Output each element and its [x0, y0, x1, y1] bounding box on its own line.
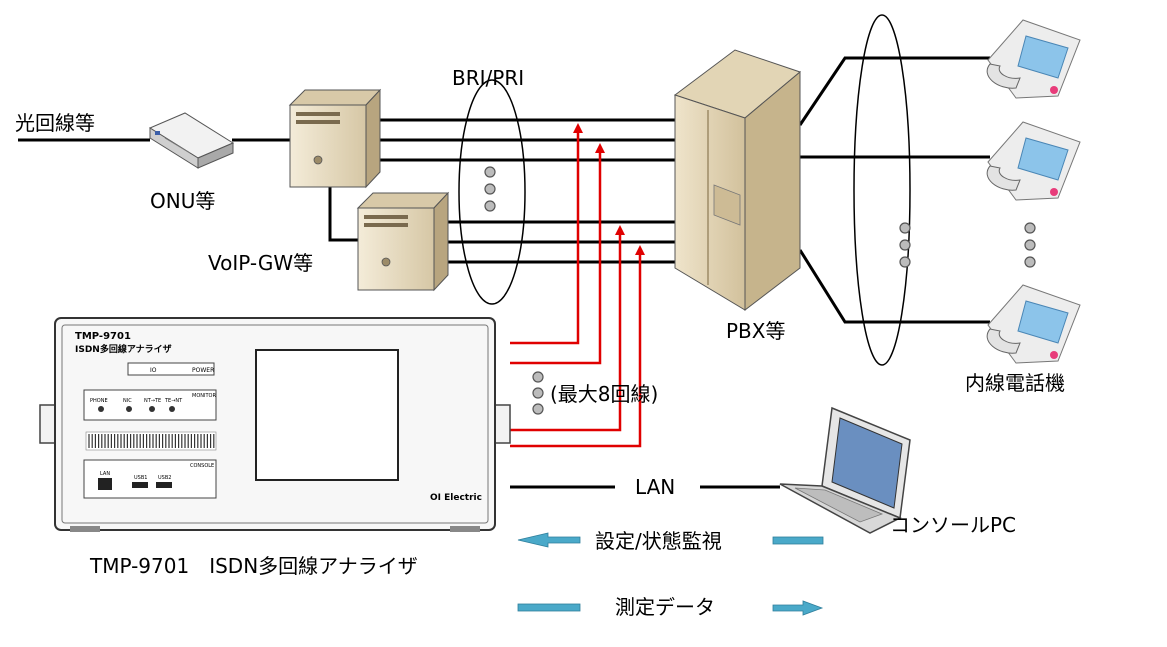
led-icon-4: [169, 406, 175, 412]
led-icon-1: [98, 406, 104, 412]
extension-group-ellipse: [853, 14, 911, 366]
led-label-4: TE→NT: [164, 398, 183, 404]
device-screen: [255, 349, 399, 481]
port-label-usb1: USB1: [134, 475, 147, 481]
phone-2: [986, 121, 1081, 201]
ellipsis-dots: [484, 166, 1036, 415]
led-label-3: NT→TE: [144, 398, 161, 404]
monitor-label: MONITOR: [192, 393, 216, 399]
power-label: POWER: [192, 367, 214, 374]
analyzer-device: TMP-9701 ISDN多回線アナライザ IO POWER MONITOR P…: [39, 317, 511, 532]
settings-monitor-label: 設定/状態監視: [595, 529, 722, 553]
console-label: CONSOLE: [190, 463, 214, 469]
onu-label: ONU等: [150, 189, 215, 213]
usb1-port-icon: [132, 482, 148, 488]
arrow-right-icon: [772, 600, 824, 616]
port-label-lan: LAN: [100, 471, 110, 477]
measurement-data-label: 測定データ: [615, 595, 715, 619]
pbx-label: PBX等: [726, 319, 785, 343]
console-pc-label: コンソールPC: [890, 513, 1016, 537]
gateway-server-2: [356, 191, 450, 292]
laptop-console-pc: [779, 406, 911, 534]
phone-1: [986, 19, 1081, 99]
led-icon-3: [149, 406, 155, 412]
brand-logo-text: OI Electric: [430, 493, 482, 503]
vent-slots: [88, 434, 215, 448]
onu-device: [148, 112, 235, 169]
led-label-2: NIC: [123, 398, 132, 404]
gateway-server-1: [288, 88, 382, 189]
io-label: IO: [150, 367, 157, 374]
port-label-usb2: USB2: [158, 475, 171, 481]
arrow-left-icon: [517, 532, 581, 548]
vent-grille: [85, 431, 217, 451]
analyzer-caption: TMP-9701 ISDN多回線アナライザ: [89, 554, 418, 578]
lan-label: LAN: [635, 475, 675, 499]
legend-arrows: [517, 532, 824, 616]
voip-gw-label: VoIP-GW等: [208, 251, 313, 275]
lan-port-icon: [98, 478, 112, 490]
device-name-label: ISDN多回線アナライザ: [75, 343, 172, 355]
usb2-port-icon: [156, 482, 172, 488]
bar-right-1-icon: [772, 536, 824, 545]
bri-pri-label: BRI/PRI: [452, 66, 524, 90]
phone-3: [986, 284, 1081, 364]
led-icon-2: [126, 406, 132, 412]
max-lines-label: (最大8回線): [550, 382, 658, 406]
pbx-cabinet: [673, 49, 802, 312]
tap-lines: [510, 123, 645, 448]
device-model-label: TMP-9701: [75, 331, 131, 342]
extension-phones-label: 内線電話機: [965, 371, 1065, 395]
fiber-label: 光回線等: [15, 111, 95, 135]
bar-left-2-icon: [517, 603, 581, 612]
bri-pri-group-ellipse: [458, 79, 526, 305]
wiring: [18, 56, 990, 489]
led-label-1: PHONE: [90, 398, 108, 404]
